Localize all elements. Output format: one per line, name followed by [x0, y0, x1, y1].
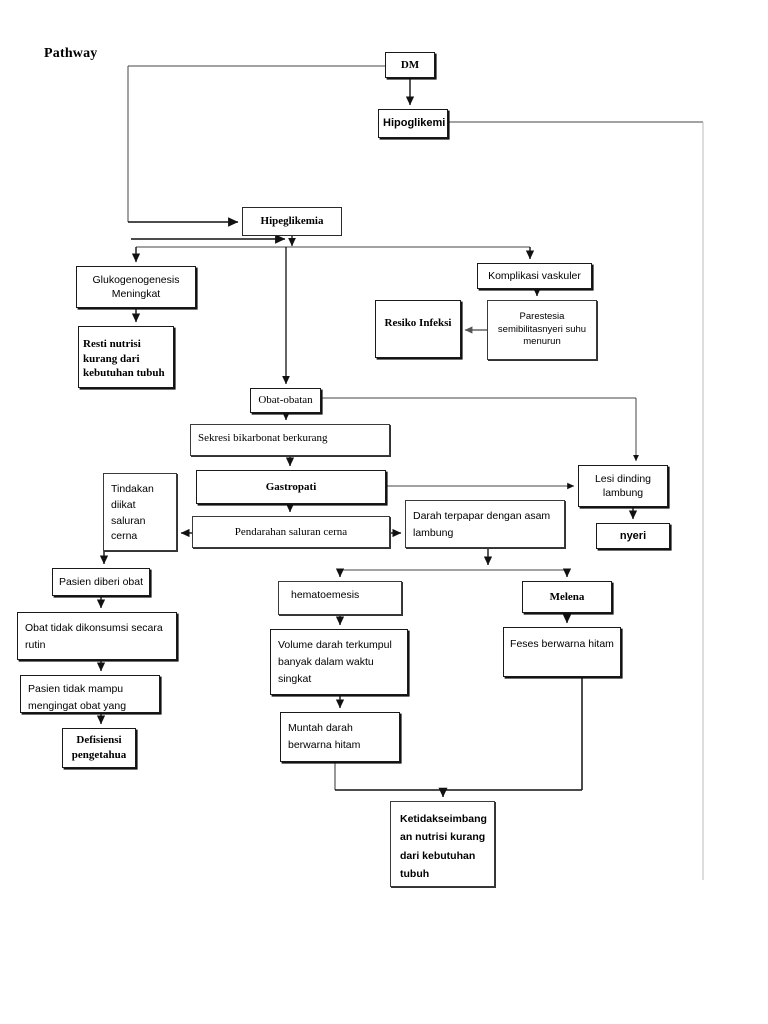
node-muntah-darah[interactable]: Muntah darah berwarna hitam: [280, 712, 400, 762]
node-gastropati-label: Gastropati: [265, 480, 317, 493]
node-resiko-infeksi-label: Resiko Infeksi: [384, 317, 452, 329]
node-glukogenogenesis-line2: Meningkat: [111, 288, 161, 300]
node-sekresi-bikarbonat-label: Sekresi bikarbonat berkurang: [198, 432, 328, 444]
node-resiko-infeksi[interactable]: Resiko Infeksi: [375, 300, 461, 358]
node-lesi-dinding-lambung[interactable]: Lesi dinding lambung: [578, 465, 668, 507]
node-glukogenogenesis[interactable]: Glukogenogenesis Meningkat: [76, 266, 196, 308]
node-obat-obatan-label: Obat-obatan: [258, 394, 313, 407]
node-hematoemesis[interactable]: hematoemesis: [278, 581, 402, 615]
node-defisiensi-line1: Defisiensi: [76, 734, 122, 747]
node-resti-nutrisi-line3: kebutuhan tubuh: [83, 367, 165, 380]
node-hipoglikemi[interactable]: Hipoglikemi: [378, 109, 448, 138]
node-tindakan-line2: diikat: [111, 498, 136, 511]
node-darah-terpapar-line1: Darah terpapar dengan asam: [413, 510, 551, 522]
node-defisiensi-line2: pengetahua: [71, 749, 127, 761]
node-melena[interactable]: Melena: [522, 581, 612, 613]
node-hipeglikemia-label: Hipeglikemia: [260, 215, 324, 228]
node-pasien-diberi-obat[interactable]: Pasien diberi obat: [52, 568, 150, 596]
node-feses-label: Feses berwarna hitam: [510, 638, 614, 650]
node-ketidakseimbangan-line2: an nutrisi kurang: [400, 831, 486, 844]
node-lesi-line1: Lesi dinding: [594, 472, 652, 485]
node-nyeri-label: nyeri: [619, 529, 647, 542]
node-volume-darah[interactable]: Volume darah terkumpul banyak dalam wakt…: [270, 629, 408, 695]
node-tindakan-diikat[interactable]: Tindakan diikat saluran cerna: [103, 473, 177, 551]
node-resti-nutrisi-line1: Resti nutrisi: [83, 337, 141, 350]
node-parestesia-line3: menurun: [523, 336, 561, 348]
node-tindakan-line1: Tindakan: [111, 483, 154, 495]
node-hematoemesis-label: hematoemesis: [291, 589, 360, 601]
node-obat-tidak-dikonsumsi[interactable]: Obat tidak dikonsumsi secara rutin: [17, 612, 177, 660]
node-pendarahan-saluran-cerna[interactable]: Pendarahan saluran cerna: [192, 516, 390, 548]
node-tindakan-line4: cerna: [111, 530, 138, 543]
node-nyeri[interactable]: nyeri: [596, 523, 670, 549]
node-resti-nutrisi[interactable]: Resti nutrisi kurang dari kebutuhan tubu…: [78, 326, 174, 388]
node-glukogenogenesis-line1: Glukogenogenesis: [92, 273, 180, 286]
node-obat-tidak-line2: rutin: [25, 638, 46, 651]
node-melena-label: Melena: [549, 590, 585, 603]
node-obat-obatan[interactable]: Obat-obatan: [250, 388, 321, 413]
node-pendarahan-label: Pendarahan saluran cerna: [234, 525, 348, 538]
node-komplikasi-vaskuler[interactable]: Komplikasi vaskuler: [477, 263, 592, 289]
node-muntah-darah-line1: Muntah darah: [288, 722, 353, 734]
node-volume-darah-line1: Volume darah terkumpul: [278, 639, 392, 651]
node-parestesia-line2: semibilitasnyeri suhu: [497, 323, 587, 335]
node-pasien-diberi-obat-label: Pasien diberi obat: [58, 575, 144, 588]
node-resti-nutrisi-line2: kurang dari: [83, 352, 140, 365]
page-title: Pathway: [44, 46, 98, 61]
node-ketidakseimbangan-line1: Ketidakseimbang: [400, 813, 487, 825]
node-parestesia[interactable]: Parestesia semibilitasnyeri suhu menurun: [487, 300, 597, 360]
node-dm-label: DM: [400, 58, 420, 71]
node-darah-terpapar-line2: lambung: [413, 526, 454, 539]
node-darah-terpapar[interactable]: Darah terpapar dengan asam lambung: [405, 500, 565, 548]
node-parestesia-line1: Parestesia: [519, 310, 565, 322]
node-feses-berwarna-hitam[interactable]: Feses berwarna hitam: [503, 627, 621, 677]
node-obat-tidak-line1: Obat tidak dikonsumsi secara: [25, 622, 163, 634]
node-muntah-darah-line2: berwarna hitam: [288, 738, 361, 751]
node-tindakan-line3: saluran: [111, 514, 146, 527]
node-sekresi-bikarbonat[interactable]: Sekresi bikarbonat berkurang: [190, 424, 390, 456]
node-ketidakseimbangan-line4: tubuh: [400, 868, 430, 881]
node-hipoglikemi-label: Hipoglikemi: [383, 117, 446, 130]
node-lesi-line2: lambung: [602, 487, 644, 499]
node-ketidakseimbangan-line3: dari kebutuhan: [400, 849, 476, 862]
node-defisiensi-pengetahuan[interactable]: Defisiensi pengetahua: [62, 728, 136, 768]
node-hipeglikemia[interactable]: Hipeglikemia: [242, 207, 342, 236]
node-gastropati[interactable]: Gastropati: [196, 470, 386, 504]
node-pasien-tidak-mampu-line1: Pasien tidak mampu: [28, 683, 124, 695]
node-komplikasi-vaskuler-label: Komplikasi vaskuler: [488, 269, 581, 282]
node-ketidakseimbangan-nutrisi[interactable]: Ketidakseimbang an nutrisi kurang dari k…: [390, 801, 495, 887]
node-pasien-tidak-mampu[interactable]: Pasien tidak mampu mengingat obat yang: [20, 675, 160, 713]
node-dm[interactable]: DM: [385, 52, 435, 78]
node-pasien-tidak-mampu-line2: mengingat obat yang: [28, 699, 127, 712]
node-volume-darah-line2: banyak dalam waktu singkat: [278, 655, 374, 685]
